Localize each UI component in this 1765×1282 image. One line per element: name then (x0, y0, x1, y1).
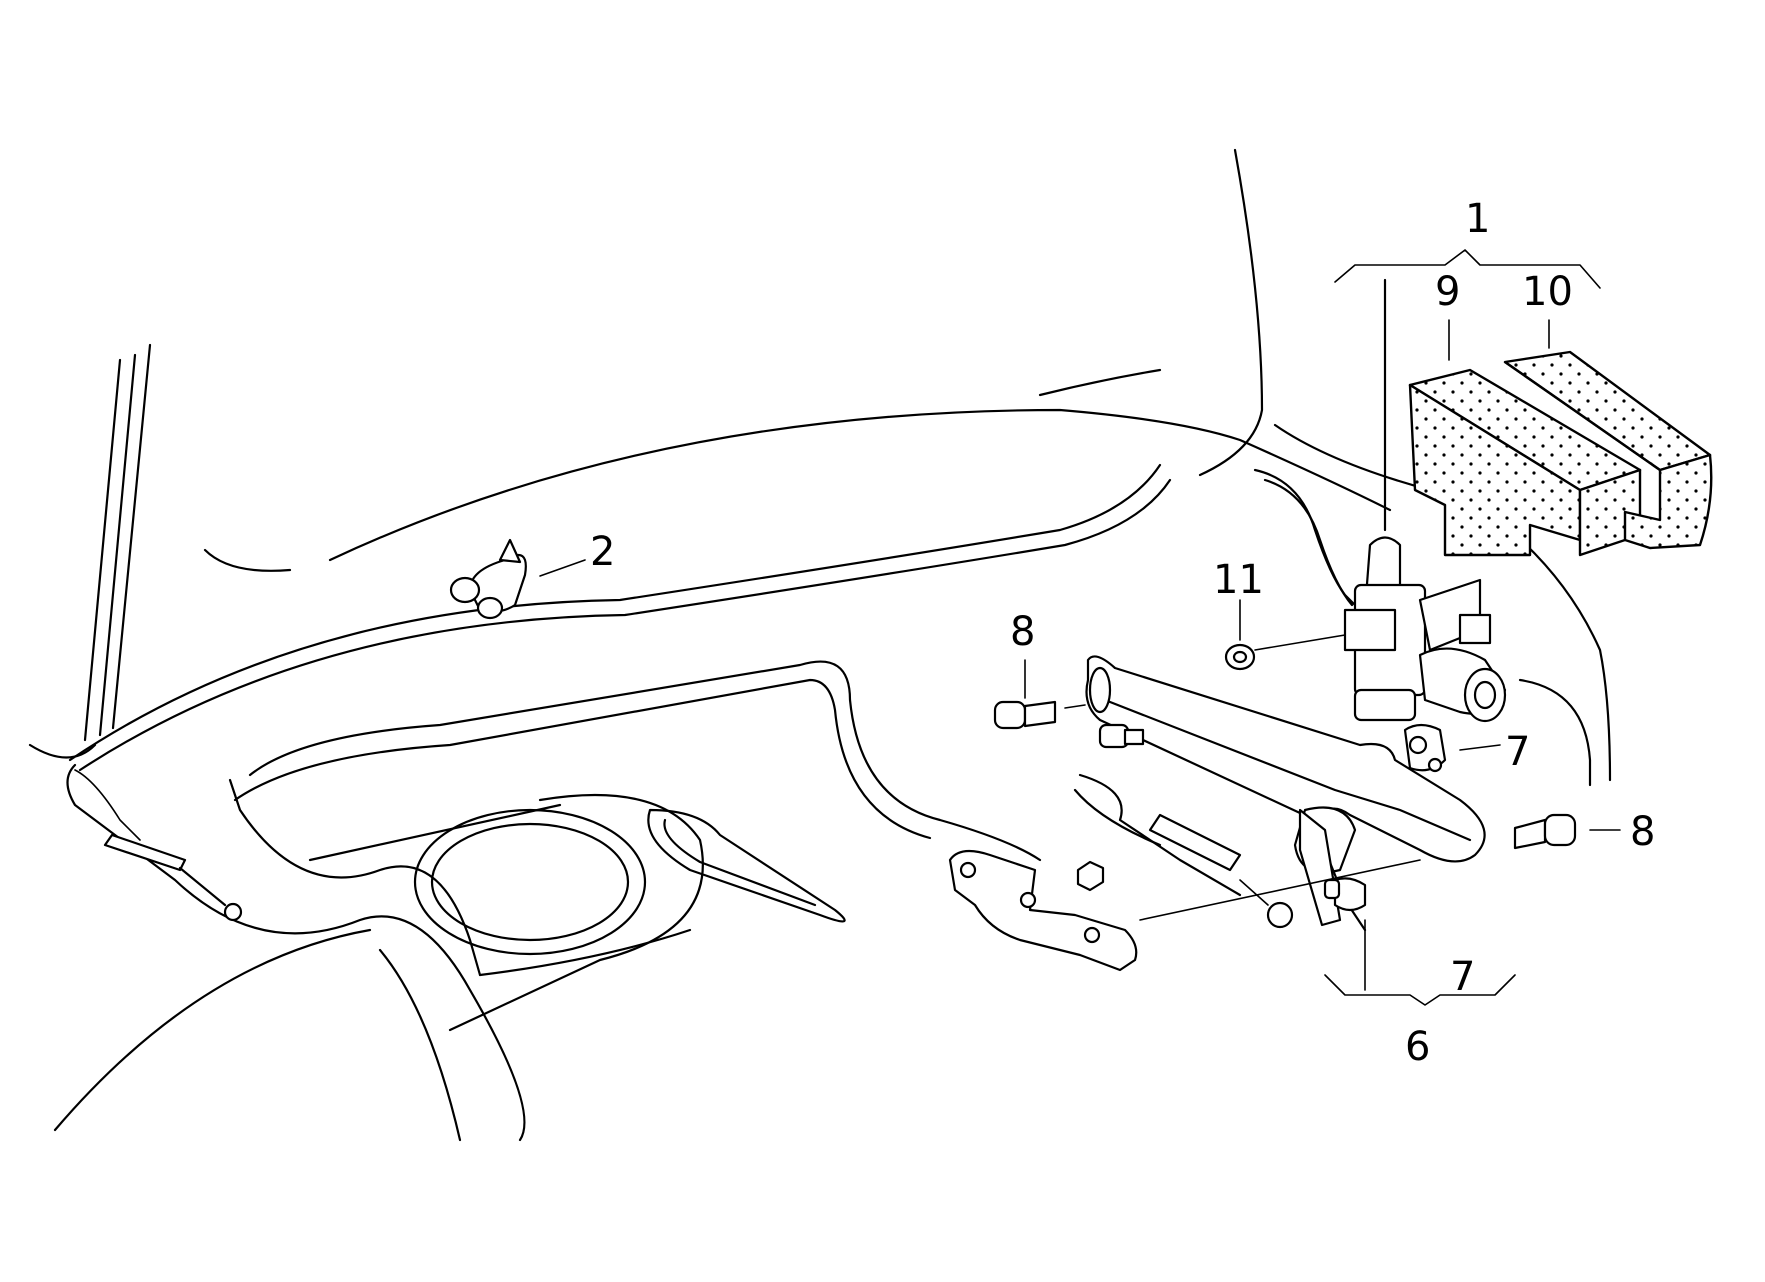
nut (1076, 860, 1105, 892)
gutter-line-inner (78, 478, 1172, 772)
release-cable (1253, 468, 1362, 612)
car-body (28, 148, 1612, 1142)
motor-cap-inner (1473, 680, 1497, 710)
pin-7b-head (1098, 723, 1130, 749)
callout-7-upper: 7 (1505, 729, 1530, 775)
hinge-arm-slot (1088, 666, 1112, 714)
actuator-base (1353, 688, 1417, 722)
leader-7-upper (1459, 744, 1501, 751)
lock-axis (1139, 859, 1421, 921)
firewall-ridge-inner (233, 678, 932, 840)
part-11-washer (1224, 599, 1346, 671)
actuator-hose (1363, 536, 1402, 612)
clip-ring-1 (449, 576, 481, 604)
pin-7-head (1408, 735, 1428, 755)
hinge-arm-upper (1085, 655, 1486, 863)
callout-6: 6 (1405, 1024, 1430, 1070)
tray-bottom-edge (478, 928, 692, 977)
a-pillar-line-3 (111, 343, 152, 730)
washer-axis (1254, 634, 1346, 651)
roof-inner-left (203, 548, 292, 572)
cable-ball-end (223, 902, 243, 922)
bolt-8-left-axis (1064, 704, 1086, 709)
cable-left (74, 769, 141, 841)
part-7-pin-upper (1403, 723, 1501, 773)
hood-inner-line (378, 948, 462, 1142)
roof-outer-curve (328, 408, 1392, 562)
lock-bracket (948, 849, 1421, 972)
cable-sleeve (103, 833, 187, 872)
callout-1: 1 (1465, 196, 1490, 242)
roof-inner-right (1038, 368, 1162, 397)
tray-top-edge (308, 803, 562, 862)
bolt-8-left-thread (1023, 700, 1057, 728)
part-6-pin (1323, 877, 1516, 1006)
leader-2 (539, 559, 586, 577)
firewall-ridge-outer (248, 660, 1042, 862)
part-9-foam-block (1408, 319, 1642, 557)
rear-quarter-inner (1518, 678, 1592, 787)
part-8-bolt-right (1513, 813, 1621, 850)
callout-2: 2 (590, 529, 615, 575)
callout-8-right: 8 (1630, 809, 1655, 855)
callout-9: 9 (1435, 269, 1460, 315)
lock-cable (1073, 773, 1294, 929)
callout-7-lower: 7 (1450, 954, 1475, 1000)
c-pillar-edge (1198, 148, 1264, 477)
pin-6-head (1333, 877, 1367, 912)
body-edge-left (28, 743, 97, 759)
lock-cable-wire (1239, 879, 1269, 906)
callout-10: 10 (1522, 269, 1573, 315)
a-pillar-line-1 (83, 358, 122, 742)
lock-plate-hole-3 (1083, 926, 1101, 944)
hood-lower-line (53, 928, 372, 1132)
bolt-8-left-head (993, 700, 1027, 730)
foam-10-side (1504, 361, 1713, 550)
bracket-6 (1324, 974, 1516, 1006)
lock-plate-hole-2 (1019, 891, 1037, 909)
actuator-valve (1343, 608, 1397, 652)
cable-end-left (74, 769, 243, 922)
lock-cable-ball (1266, 901, 1294, 929)
washer-hole (1232, 650, 1248, 664)
bolt-8-right-head (1543, 813, 1577, 847)
lock-plate (948, 849, 1138, 972)
part-10-foam-block (1503, 319, 1713, 550)
bolt-8-right-thread (1513, 818, 1547, 850)
body-front-edge (66, 763, 526, 1142)
hinge-arm-rib (1103, 698, 1472, 842)
speaker-opening-inner (430, 822, 630, 942)
recess-inner (663, 818, 817, 907)
part-2-clip (449, 538, 586, 620)
callout-8-left: 8 (1010, 609, 1035, 655)
tray-right-edge (448, 794, 704, 1032)
pin-6-stem (1323, 878, 1341, 900)
lock-cable-line (1078, 773, 1242, 897)
release-cable-inner (1263, 478, 1354, 607)
speaker-opening-outer (413, 808, 647, 956)
pin-7b-stem (1123, 728, 1145, 746)
actuator-connector (1458, 613, 1492, 645)
clip-tip (498, 538, 522, 564)
lock-cable-sleeve (1148, 813, 1242, 872)
part-1-actuator (1343, 278, 1507, 723)
gutter-line-outer (68, 463, 1162, 762)
recess-opening (647, 808, 846, 923)
rear-quarter-outline (1273, 423, 1612, 782)
bracket-1 (1334, 249, 1601, 289)
callout-11: 11 (1213, 557, 1264, 603)
cable-wire (178, 866, 227, 907)
lock-plate-hole-1 (959, 861, 977, 879)
a-pillar-line-2 (98, 353, 137, 737)
pin-7-tip (1427, 757, 1443, 773)
part-8-bolt-left (993, 659, 1086, 730)
clip-ring-2 (476, 596, 504, 620)
part-7-pin-lower (1098, 723, 1145, 749)
tray-left-edge (228, 778, 482, 977)
lock-cable-line-2 (1073, 788, 1162, 847)
